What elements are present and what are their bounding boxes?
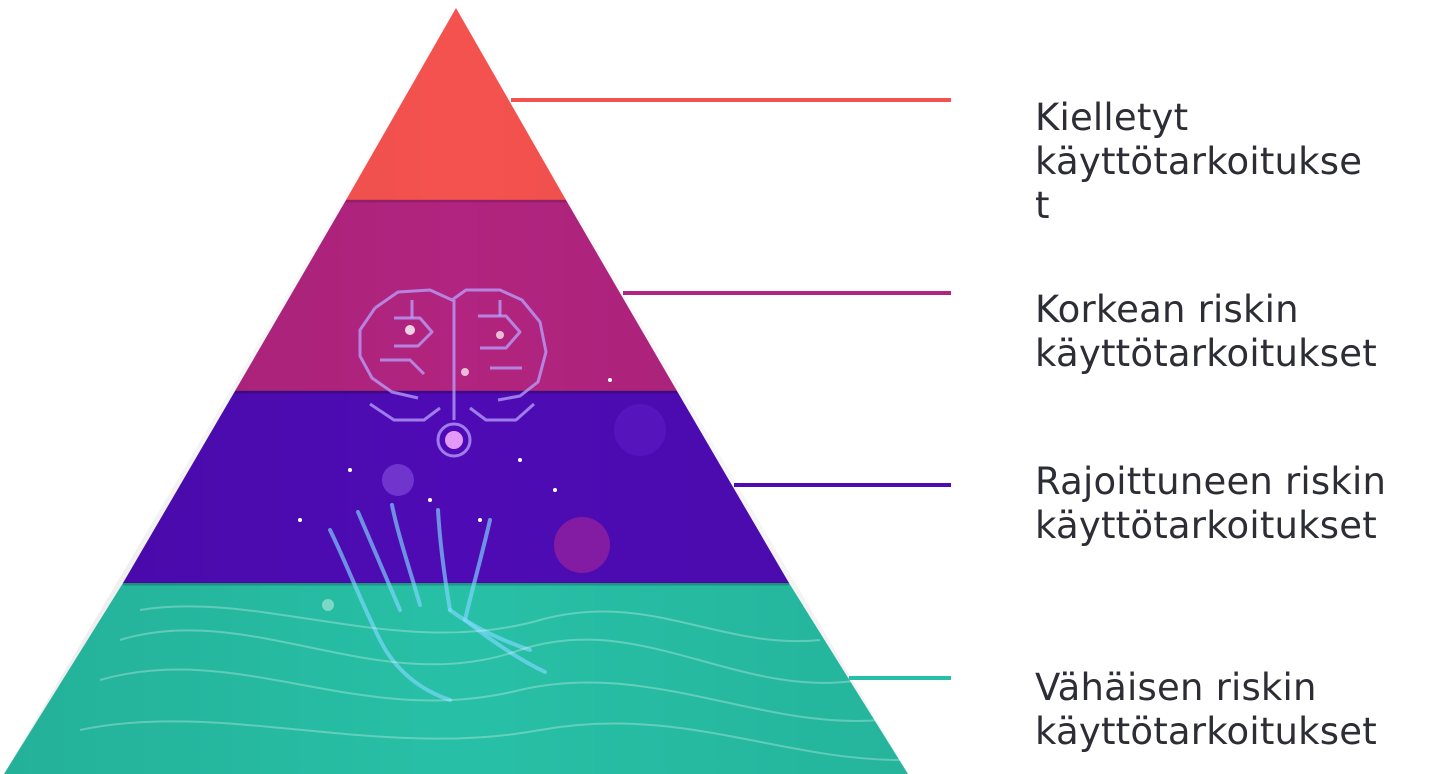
tier-label-line: Vähäisen riskin	[1035, 666, 1377, 710]
tier-label-line: käyttötarkoitukse	[1035, 140, 1362, 184]
tier-label-line: Korkean riskin	[1035, 288, 1377, 332]
tier-label-line: käyttötarkoitukset	[1035, 710, 1377, 754]
tier-label-line: Rajoittuneen riskin	[1035, 460, 1386, 504]
tier-label-line: käyttötarkoitukset	[1035, 332, 1377, 376]
tier-label-prohibited: Kielletyt käyttötarkoitukse t	[1035, 96, 1362, 228]
tier-label-high-risk: Korkean riskin käyttötarkoitukset	[1035, 288, 1377, 376]
tier-label-line: käyttötarkoitukset	[1035, 504, 1386, 548]
tier-label-limited-risk: Rajoittuneen riskin käyttötarkoitukset	[1035, 460, 1386, 548]
tier-label-minimal-risk: Vähäisen riskin käyttötarkoitukset	[1035, 666, 1377, 754]
tier-label-line: t	[1035, 184, 1362, 228]
tier-label-line: Kielletyt	[1035, 96, 1362, 140]
